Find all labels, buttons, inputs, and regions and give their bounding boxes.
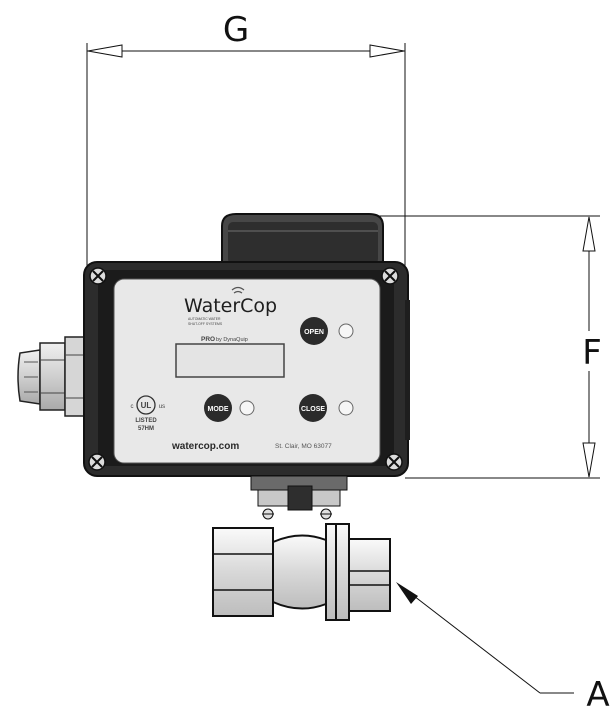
ball-valve	[212, 523, 391, 621]
ul-mark: UL	[141, 401, 152, 410]
website-text: watercop.com	[171, 441, 239, 452]
brand-sub-line-2: SHUT-OFF SYSTEMS	[188, 322, 223, 326]
dimension-g: G	[86, 10, 406, 268]
model-name: PRO	[201, 336, 215, 343]
screw-top-right	[381, 267, 399, 285]
model-suffix: by DynaQuip	[216, 337, 248, 343]
wifi-icon	[231, 286, 245, 294]
close-button-label: CLOSE	[301, 406, 325, 413]
screw-bottom-right	[385, 453, 403, 471]
dimension-a-arrowhead	[396, 582, 418, 604]
screw-bottom-left	[88, 453, 106, 471]
dimension-g-arrow-left	[87, 44, 123, 58]
top-cap	[221, 213, 384, 269]
dimension-a-label: A	[586, 675, 609, 713]
ul-circle	[136, 395, 156, 415]
brand-logo: WaterCop AUTOMATIC WATER SHUT-OFF SYSTEM…	[184, 286, 277, 343]
ul-code: 57HM	[138, 426, 154, 432]
open-button-label: OPEN	[304, 329, 324, 336]
ul-left: c	[131, 404, 134, 410]
open-indicator-led	[338, 323, 354, 339]
lcd-display	[175, 343, 285, 378]
dimension-f-arrow-bottom	[582, 442, 596, 478]
dimension-a: A	[396, 582, 610, 713]
dimension-f-label: F	[582, 333, 602, 373]
mode-indicator-led	[239, 400, 255, 416]
dimension-f: F	[372, 215, 602, 479]
close-button[interactable]: CLOSE	[299, 394, 327, 422]
corner-screws	[88, 267, 403, 471]
stem-coupling	[250, 475, 348, 520]
close-indicator-led	[338, 400, 354, 416]
dimension-g-label: G	[223, 10, 249, 50]
location-text: St. Clair, MO 63077	[275, 443, 332, 450]
dimension-g-arrow-right	[369, 44, 405, 58]
brand-sub-line-1: AUTOMATIC WATER	[188, 317, 221, 321]
front-panel: WaterCop AUTOMATIC WATER SHUT-OFF SYSTEM…	[113, 278, 381, 464]
screw-top-left	[89, 267, 107, 285]
ul-listed-mark: UL c us LISTED 57HM	[131, 395, 165, 432]
mode-button-label: MODE	[208, 406, 229, 413]
dimension-f-arrow-top	[582, 216, 596, 252]
mode-button[interactable]: MODE	[204, 394, 232, 422]
open-button[interactable]: OPEN	[300, 317, 328, 345]
brand-name: WaterCop	[184, 295, 277, 317]
cable-gland	[17, 336, 85, 417]
ul-listed: LISTED	[135, 418, 157, 424]
ul-right: us	[159, 404, 165, 410]
